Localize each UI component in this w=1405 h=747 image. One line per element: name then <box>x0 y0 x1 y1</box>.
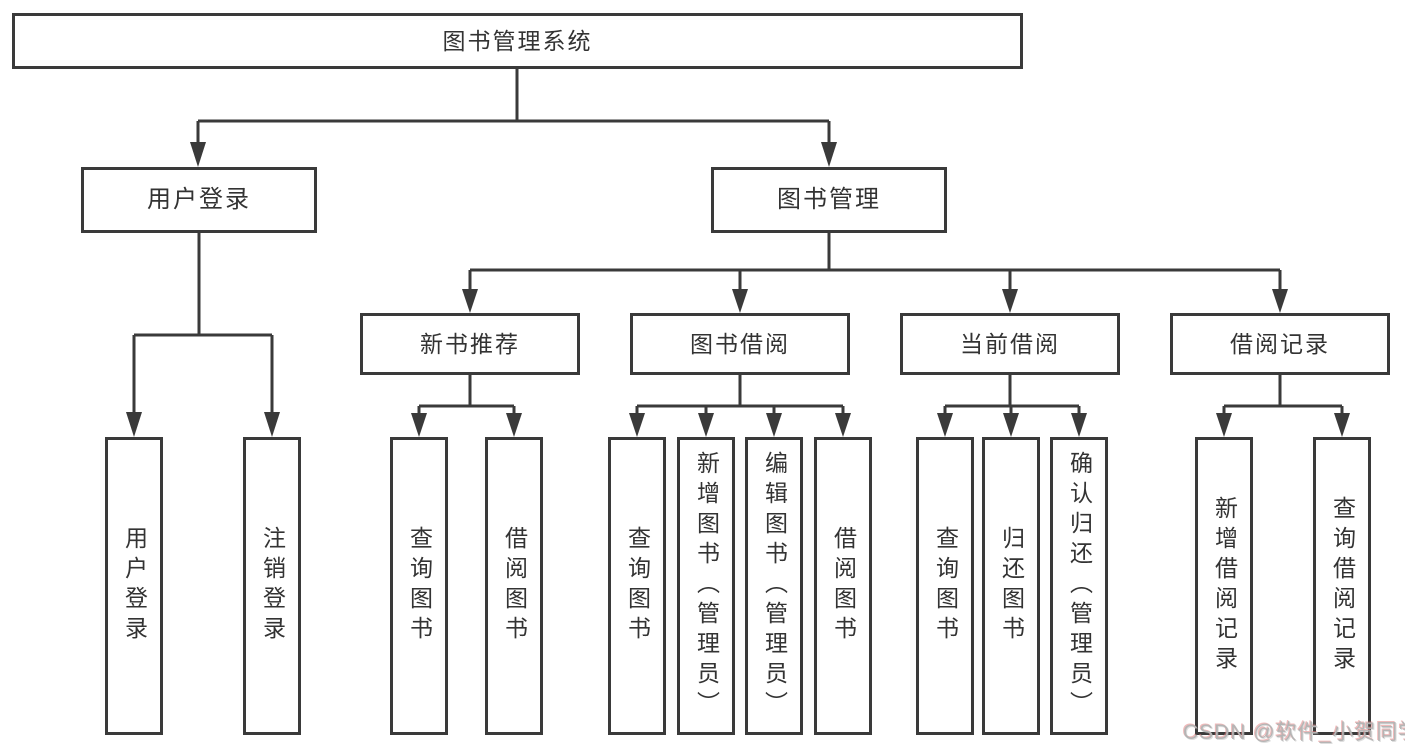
leaf-edit-books-admin: 编辑图书（管理员） <box>745 437 803 735</box>
node-book-borrowing: 图书借阅 <box>630 313 850 375</box>
leaf-add-borrow-record: 新增借阅记录 <box>1195 437 1253 735</box>
node-book-management: 图书管理 <box>711 167 947 233</box>
node-new-book-recommendation: 新书推荐 <box>360 313 580 375</box>
csdn-watermark: CSDN @软件_小贺同学 <box>1183 721 1405 744</box>
leaf-logout: 注销登录 <box>243 437 301 735</box>
node-library-management-system: 图书管理系统 <box>12 13 1023 69</box>
node-borrowing-records: 借阅记录 <box>1170 313 1390 375</box>
leaf-return-books: 归还图书 <box>982 437 1040 735</box>
node-current-borrowing: 当前借阅 <box>900 313 1120 375</box>
leaf-query-books-current: 查询图书 <box>916 437 974 735</box>
leaf-borrow-books-recommend: 借阅图书 <box>485 437 543 735</box>
node-user-login: 用户登录 <box>81 167 317 233</box>
leaf-query-books-borrow: 查询图书 <box>608 437 666 735</box>
leaf-query-books-recommend: 查询图书 <box>390 437 448 735</box>
leaf-add-books-admin: 新增图书（管理员） <box>677 437 735 735</box>
leaf-query-borrow-record: 查询借阅记录 <box>1313 437 1371 735</box>
leaf-user-login: 用户登录 <box>105 437 163 735</box>
leaf-borrow-books: 借阅图书 <box>814 437 872 735</box>
leaf-confirm-return-admin: 确认归还（管理员） <box>1050 437 1108 735</box>
